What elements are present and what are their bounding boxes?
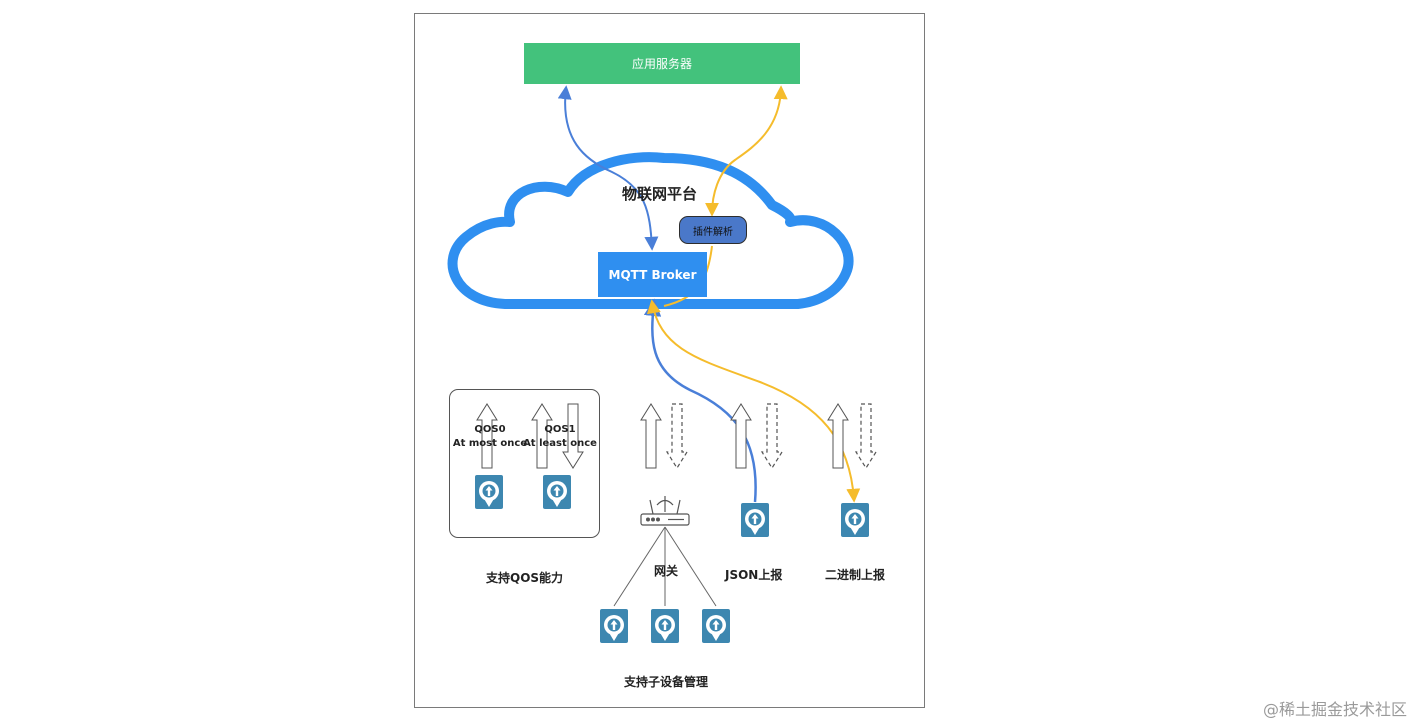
mqtt-broker-box: MQTT Broker [598, 252, 707, 297]
device-icon [841, 503, 869, 537]
device-icon [741, 503, 769, 537]
arrow-down-dashed-icon [855, 403, 877, 469]
yellow-link-broker-binary [646, 299, 861, 503]
diagram-frame [414, 13, 925, 708]
qos0-title: QOS0 [474, 424, 506, 435]
qos0-text: QOS0 At most once [450, 423, 530, 451]
arrow-down-dashed-icon [666, 403, 688, 469]
gateway-caption: 支持子设备管理 [624, 675, 709, 689]
json-report-label: JSON上报 [725, 568, 783, 582]
app-server-label: 应用服务器 [631, 57, 692, 71]
watermark: @稀土掘金技术社区 [1262, 700, 1407, 719]
yellow-link-app-plugin [705, 85, 788, 217]
blue-link-json-broker [643, 298, 757, 503]
blue-link-app-broker [557, 85, 659, 251]
qos1-desc: At least once [523, 438, 597, 449]
device-icon [651, 609, 679, 643]
arrow-up-icon [730, 403, 752, 469]
plugin-parser-box: 插件解析 [679, 216, 747, 244]
gateway-label: 网关 [654, 564, 679, 578]
router-icon [640, 496, 690, 526]
app-server-box: 应用服务器 [524, 43, 800, 84]
qos-caption: 支持QOS能力 [486, 571, 564, 585]
device-icon [702, 609, 730, 643]
device-icon [600, 609, 628, 643]
qos1-title: QOS1 [544, 424, 576, 435]
qos0-desc: At most once [452, 438, 528, 449]
arrow-up-icon [640, 403, 662, 469]
gateway-branch-lines [613, 526, 717, 607]
mqtt-broker-label: MQTT Broker [608, 267, 697, 282]
binary-report-label: 二进制上报 [825, 568, 886, 582]
plugin-parser-label: 插件解析 [693, 226, 733, 238]
platform-title: 物联网平台 [622, 185, 698, 203]
qos-panel [449, 389, 600, 538]
arrow-down-dashed-icon [761, 403, 783, 469]
arrow-down-icon [562, 403, 584, 469]
qos1-text: QOS1 At least once [522, 423, 598, 451]
